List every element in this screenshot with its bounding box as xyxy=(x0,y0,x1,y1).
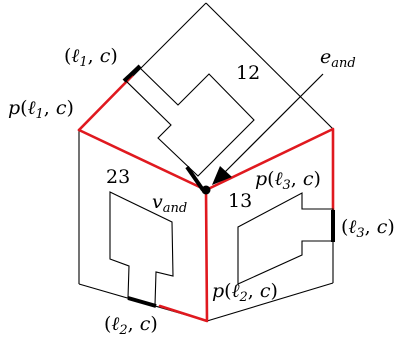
face-label-23: 23 xyxy=(106,166,130,188)
red-path-to-center xyxy=(77,127,335,213)
face-label-12: 12 xyxy=(236,62,260,84)
v-and-vertex xyxy=(201,185,211,195)
connectors xyxy=(122,64,335,308)
top-face-arrow-shape xyxy=(124,66,255,177)
connector-l1c xyxy=(122,64,142,83)
highlighted-path xyxy=(77,74,335,323)
outline-bottom-right-edge xyxy=(206,282,334,322)
e-and-label: eand xyxy=(320,46,356,71)
e-and-arrow-shaft xyxy=(223,73,324,174)
label-l2-c: (ℓ2, c) xyxy=(104,313,158,338)
connector-and-edge xyxy=(185,165,205,192)
label-l1-c: (ℓ1, c) xyxy=(64,45,118,70)
label-l3-c: (ℓ3, c) xyxy=(341,216,395,241)
red-path-center-down xyxy=(158,188,209,323)
label-p-l2-c: p(ℓ2, c) xyxy=(212,280,278,305)
e-and-pointer xyxy=(212,73,324,185)
connector-l2c xyxy=(127,296,157,308)
label-p-l1-c: p(ℓ1, c) xyxy=(8,97,74,122)
v-and-label: vand xyxy=(152,191,187,216)
right-face-shape xyxy=(237,192,334,285)
red-path-top-left xyxy=(77,74,134,132)
outline-top-right-edge xyxy=(205,2,334,130)
face-label-13: 13 xyxy=(228,190,252,212)
label-p-l3-c: p(ℓ3, c) xyxy=(255,168,321,193)
e-and-arrow-head-icon xyxy=(212,166,232,185)
